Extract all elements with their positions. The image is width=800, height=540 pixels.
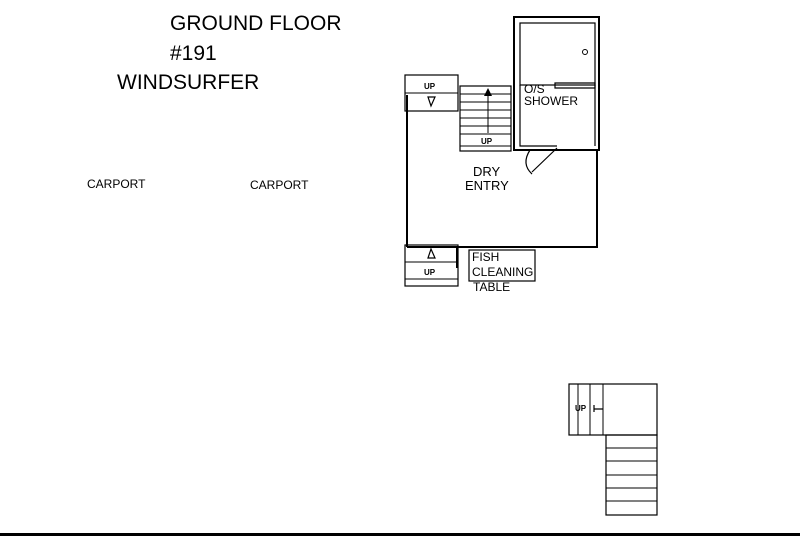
shower-label-2: SHOWER [524,94,578,108]
entry-label-2: ENTRY [465,178,509,193]
lower-right-stair: UP [568,383,658,516]
up-label: UP [424,268,436,277]
unit-number: #191 [170,42,217,65]
bottom-rule [0,533,800,536]
central-stair: UP [459,85,512,152]
building-outline [406,95,598,268]
left-lower-stair: UP [404,244,459,287]
floor-title: GROUND FLOOR [170,12,342,35]
unit-name: WINDSURFER [117,71,259,94]
left-upper-stair: UP [404,74,459,112]
fish-label-3: TABLE [473,280,510,294]
fish-cleaning-table: FISH CLEANING TABLE [468,249,536,294]
carport-right-label: CARPORT [250,178,309,192]
down-arrow-icon [427,96,436,108]
fish-label-2: CLEANING [472,265,533,279]
shower-label-1: O/S [524,82,545,96]
shower-head-icon [582,49,588,55]
up-label: UP [424,82,436,91]
up-arrow-icon [484,88,492,96]
up-label: UP [481,137,493,146]
carport-left-label: CARPORT [87,177,146,191]
up-label: UP [575,404,587,413]
up-arrow-icon [427,247,436,259]
entry-label-1: DRY [473,164,501,179]
fish-label-1: FISH [472,250,499,264]
arrow-icon [593,405,603,412]
shower-room: O/S SHOWER [513,16,600,175]
